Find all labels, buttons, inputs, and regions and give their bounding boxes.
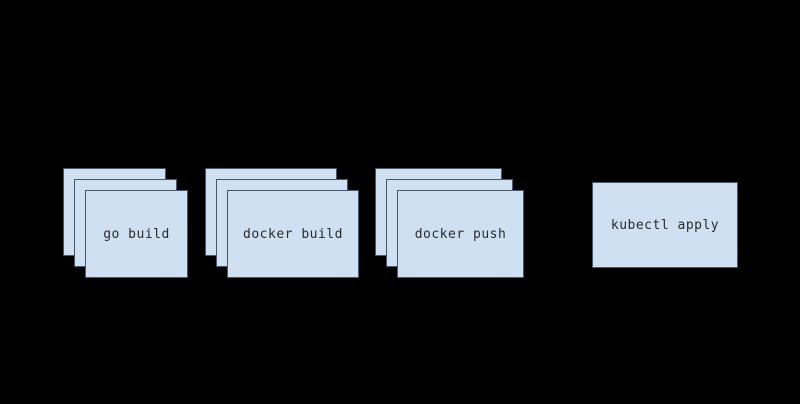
node-kubectl-apply[interactable]: kubectl apply: [592, 182, 738, 268]
node-label: docker build: [243, 226, 343, 242]
node-docker-build-copy-1[interactable]: docker build: [227, 190, 359, 278]
node-label: docker push: [414, 226, 507, 242]
node-label: kubectl apply: [610, 217, 720, 233]
node-label: go build: [103, 226, 170, 242]
node-docker-push-copy-1[interactable]: docker push: [397, 190, 524, 278]
node-go-build-copy-1[interactable]: go build: [85, 190, 188, 278]
